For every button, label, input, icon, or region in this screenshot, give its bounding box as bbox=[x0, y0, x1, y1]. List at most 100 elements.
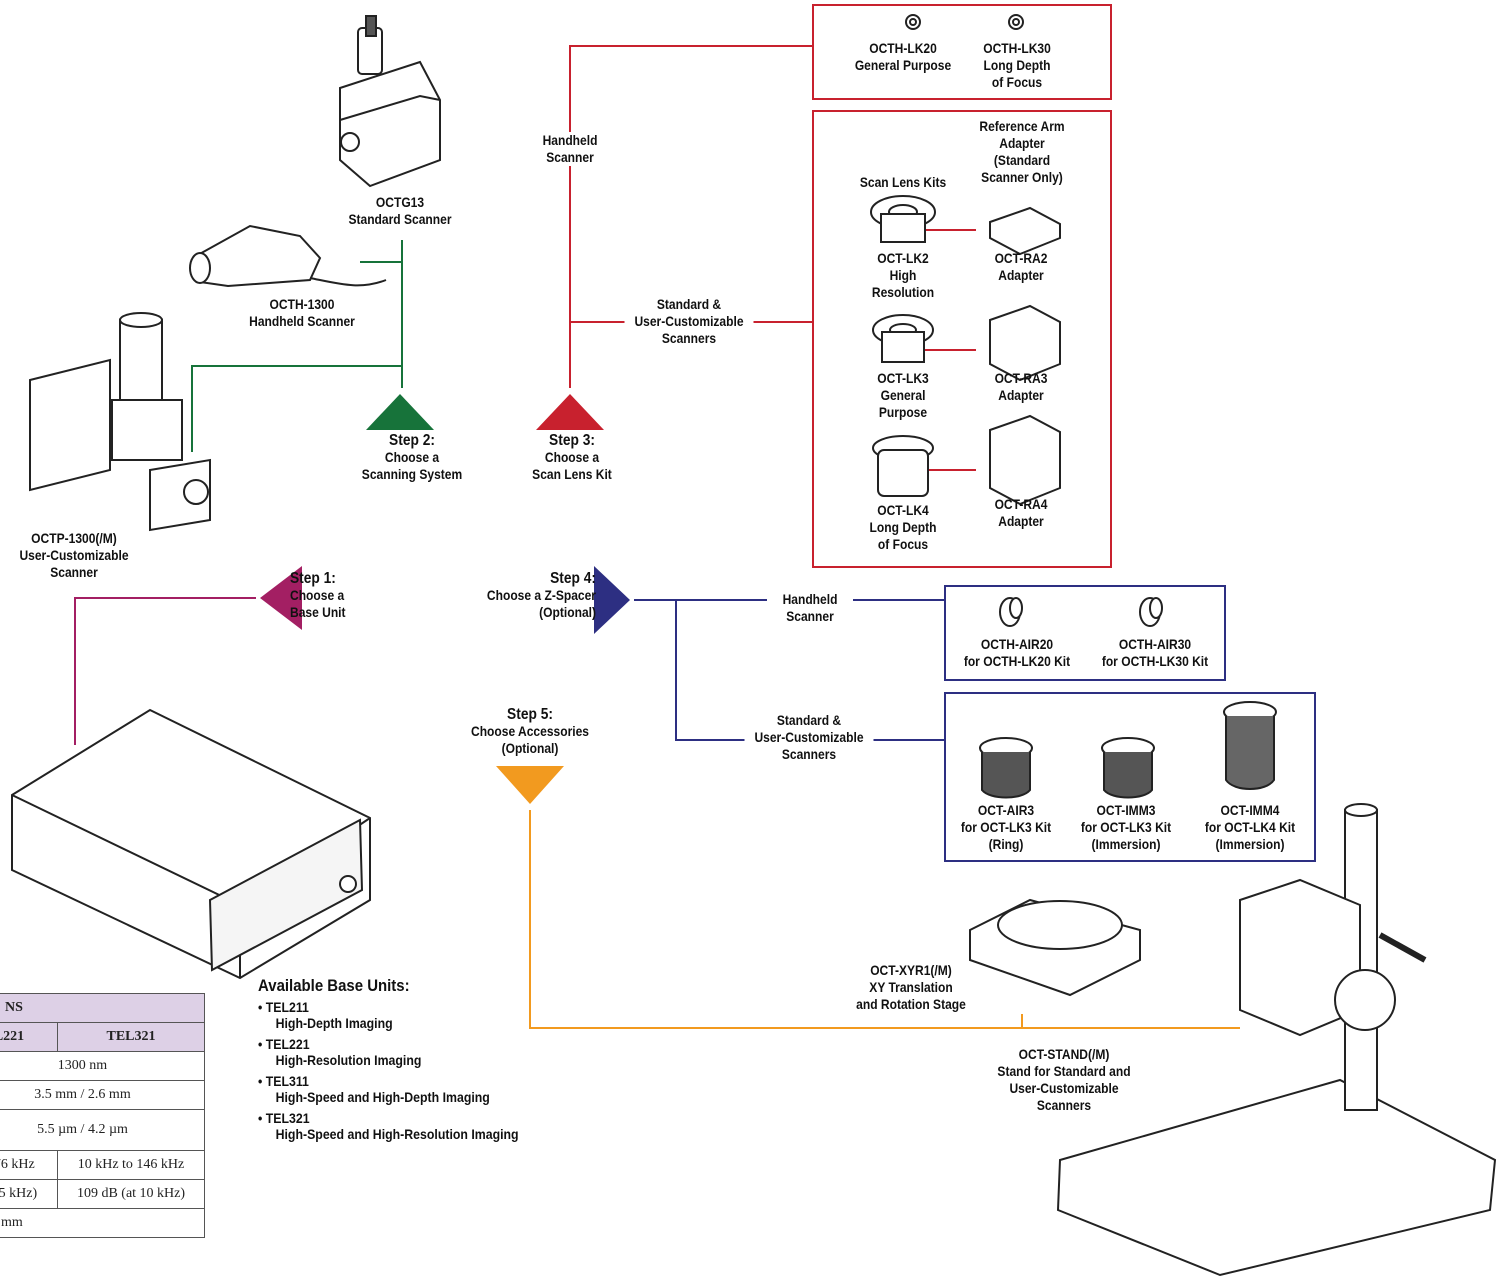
base-unit-name: TEL321 bbox=[265, 1110, 310, 1126]
octg13-model: OCTG13 bbox=[375, 194, 425, 210]
kit-desc1: Long Depth bbox=[869, 519, 937, 535]
ra-title-1: Reference Arm bbox=[979, 118, 1065, 134]
step5-line bbox=[529, 810, 1240, 1029]
step3-title: Step 3: bbox=[549, 432, 595, 449]
step3-line2: Scan Lens Kit bbox=[532, 466, 612, 482]
kit-model: OCT-LK3 bbox=[877, 370, 929, 386]
step2-title: Step 2: bbox=[389, 432, 435, 449]
reference-arm-adapter-title: Reference Arm Adapter (Standard Scanner … bbox=[970, 118, 1073, 186]
specs-cell: 5.5 µm / 4.2 µm bbox=[0, 1109, 205, 1151]
step3-branch-standard: Standard & User-Customizable Scanners bbox=[624, 296, 754, 347]
step4-standard-line2: User-Customizable bbox=[744, 729, 874, 746]
step3-standard-line3: Scanners bbox=[624, 330, 754, 347]
step4-branch-handheld: Handheld Scanner bbox=[767, 591, 853, 625]
specs-col-header: TEL321 bbox=[57, 1022, 205, 1052]
scan-lens-kit-box bbox=[812, 110, 1112, 568]
ra-title-2: Adapter bbox=[999, 135, 1045, 151]
base-unit-desc: High-Resolution Imaging bbox=[275, 1052, 422, 1068]
spacer-desc: for OCTH-LK30 Kit bbox=[1101, 653, 1209, 669]
base-unit-name: TEL221 bbox=[265, 1036, 310, 1052]
base-unit-desc: High-Depth Imaging bbox=[275, 1015, 393, 1031]
octh1300-desc: Handheld Scanner bbox=[249, 313, 355, 329]
step4-line2: (Optional) bbox=[539, 604, 596, 620]
stage-label: OCT-XYR1(/M) XY Translation and Rotation… bbox=[848, 962, 974, 1013]
octh1300-scanner-drawing bbox=[189, 224, 387, 288]
step3-line bbox=[569, 45, 812, 388]
adapter-ra2: OCT-RA2 Adapter bbox=[982, 250, 1059, 284]
step1-line2: Base Unit bbox=[290, 604, 346, 620]
step1-triangle-shape bbox=[260, 566, 302, 630]
adapter-model: OCT-RA3 bbox=[994, 370, 1048, 386]
base-unit-desc: High-Speed and High-Resolution Imaging bbox=[275, 1126, 519, 1142]
standard-zspacer-box bbox=[944, 692, 1316, 862]
adapter-desc: Adapter bbox=[998, 387, 1044, 403]
spacer-note: (Ring) bbox=[988, 836, 1024, 852]
step3-handheld-line2: Scanner bbox=[527, 149, 613, 166]
step2-label: Step 2: Choose a Scanning System bbox=[360, 432, 463, 483]
base-units-title: Available Base Units: bbox=[258, 976, 410, 995]
step3-branch-handheld: Handheld Scanner bbox=[527, 132, 613, 166]
base-unit-desc: High-Speed and High-Depth Imaging bbox=[275, 1089, 490, 1105]
step4-branch-standard: Standard & User-Customizable Scanners bbox=[744, 712, 874, 763]
spacer-model: OCT-IMM3 bbox=[1096, 802, 1156, 818]
stand-drawing bbox=[1056, 803, 1497, 1277]
spacer-model: OCTH-AIR20 bbox=[980, 636, 1054, 652]
step3-standard-line2: User-Customizable bbox=[624, 313, 754, 330]
octp1300-scanner-drawing bbox=[29, 312, 211, 532]
octg13-scanner-drawing bbox=[339, 15, 441, 188]
step4-triangle bbox=[594, 566, 630, 634]
octp1300-desc2: Scanner bbox=[50, 564, 98, 580]
step2-triangle-shape bbox=[366, 394, 434, 430]
ra-title-3: (Standard bbox=[993, 152, 1051, 168]
step1-triangle bbox=[260, 566, 302, 630]
spacer-model: OCTH-AIR30 bbox=[1118, 636, 1192, 652]
stand-desc1: Stand for Standard and bbox=[997, 1063, 1131, 1079]
lens-kit-model: OCTH-LK30 bbox=[983, 40, 1051, 56]
step2-triangle bbox=[366, 394, 434, 430]
octp1300-label: OCTP-1300(/M) User-Customizable Scanner bbox=[10, 530, 137, 581]
step3-standard-line1: Standard & bbox=[624, 296, 754, 313]
adapter-desc: Adapter bbox=[998, 513, 1044, 529]
spacer-note: (Immersion) bbox=[1091, 836, 1161, 852]
octg13-desc: Standard Scanner bbox=[348, 211, 452, 227]
step4-handheld-line2: Scanner bbox=[767, 608, 853, 625]
step4-title: Step 4: bbox=[550, 570, 596, 587]
zspacer-oct-imm3: OCT-IMM3 for OCT-LK3 Kit (Immersion) bbox=[1073, 802, 1180, 853]
specs-cell: t 5.5 kHz) bbox=[0, 1179, 58, 1209]
specs-cell: 10 kHz to 146 kHz bbox=[57, 1150, 205, 1180]
handheld-lens-kit-2: OCTH-LK30 Long Depth of Focus bbox=[961, 40, 1073, 91]
step5-triangle bbox=[496, 766, 564, 804]
step4-triangle-shape bbox=[594, 566, 630, 634]
scan-lens-kits-title: Scan Lens Kits bbox=[859, 174, 947, 190]
step3-handheld-line1: Handheld bbox=[527, 132, 613, 149]
octp1300-desc1: User-Customizable bbox=[19, 547, 129, 563]
lens-kit-desc: Long Depth bbox=[983, 57, 1051, 73]
stage-desc2: and Rotation Stage bbox=[856, 996, 966, 1012]
step1-title: Step 1: bbox=[290, 570, 336, 587]
handheld-lens-kit-1: OCTH-LK20 General Purpose bbox=[847, 40, 959, 74]
step4-label: Step 4: Choose a Z-Spacer (Optional) bbox=[467, 570, 596, 621]
step3-triangle-shape bbox=[536, 394, 604, 430]
lens-kit-desc: General Purpose bbox=[854, 57, 952, 73]
spacer-model: OCT-AIR3 bbox=[977, 802, 1035, 818]
step5-line1: Choose Accessories bbox=[470, 723, 590, 739]
specs-cell: 109 dB (at 10 kHz) bbox=[57, 1179, 205, 1209]
spacer-desc: for OCT-LK4 Kit bbox=[1204, 819, 1296, 835]
step2-line1: Choose a bbox=[384, 449, 440, 465]
kit-desc1: High bbox=[889, 267, 917, 283]
stand-desc2: User-Customizable bbox=[1009, 1080, 1119, 1096]
step2-line2: Scanning System bbox=[361, 466, 463, 482]
kit-desc2: of Focus bbox=[877, 536, 929, 552]
step3-label: Step 3: Choose a Scan Lens Kit bbox=[520, 432, 623, 483]
step3-triangle bbox=[536, 394, 604, 430]
kit-model: OCT-LK4 bbox=[877, 502, 929, 518]
stage-desc1: XY Translation bbox=[869, 979, 953, 995]
stand-label: OCT-STAND(/M) Stand for Standard and Use… bbox=[987, 1046, 1142, 1114]
octp1300-model: OCTP-1300(/M) bbox=[31, 530, 117, 546]
kit-desc2: Purpose bbox=[878, 404, 928, 420]
zspacer-oct-imm4: OCT-IMM4 for OCT-LK4 Kit (Immersion) bbox=[1197, 802, 1304, 853]
